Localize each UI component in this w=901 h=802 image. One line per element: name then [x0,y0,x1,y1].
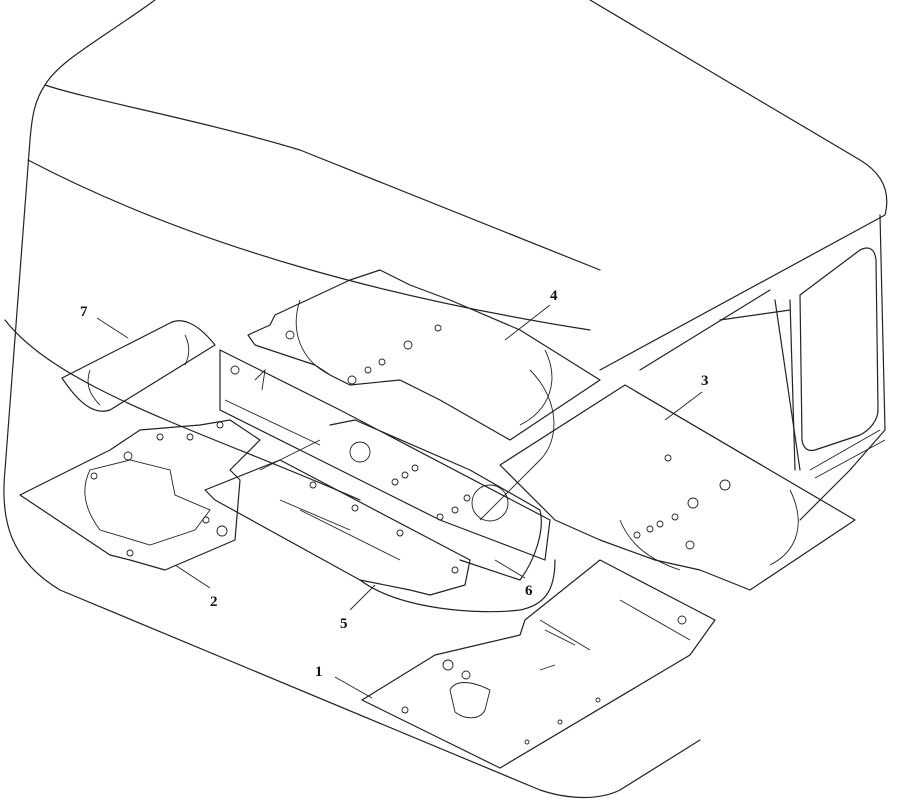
panel-5 [204,439,556,613]
panel-6 [219,349,555,581]
callout-6: 6 [525,583,533,599]
callout-1: 1 [315,664,323,680]
panel-3 [499,384,856,591]
panel-1 [361,559,716,769]
callout-7: 7 [80,304,88,320]
leader-lines [96,304,703,699]
callout-4: 4 [550,288,558,304]
panel-7 [61,320,216,412]
panel-4 [247,269,601,441]
callout-5: 5 [340,616,348,632]
callout-2: 2 [210,594,218,610]
panel-2 [19,419,261,571]
cab-outline [3,0,888,799]
callout-3: 3 [701,373,709,389]
